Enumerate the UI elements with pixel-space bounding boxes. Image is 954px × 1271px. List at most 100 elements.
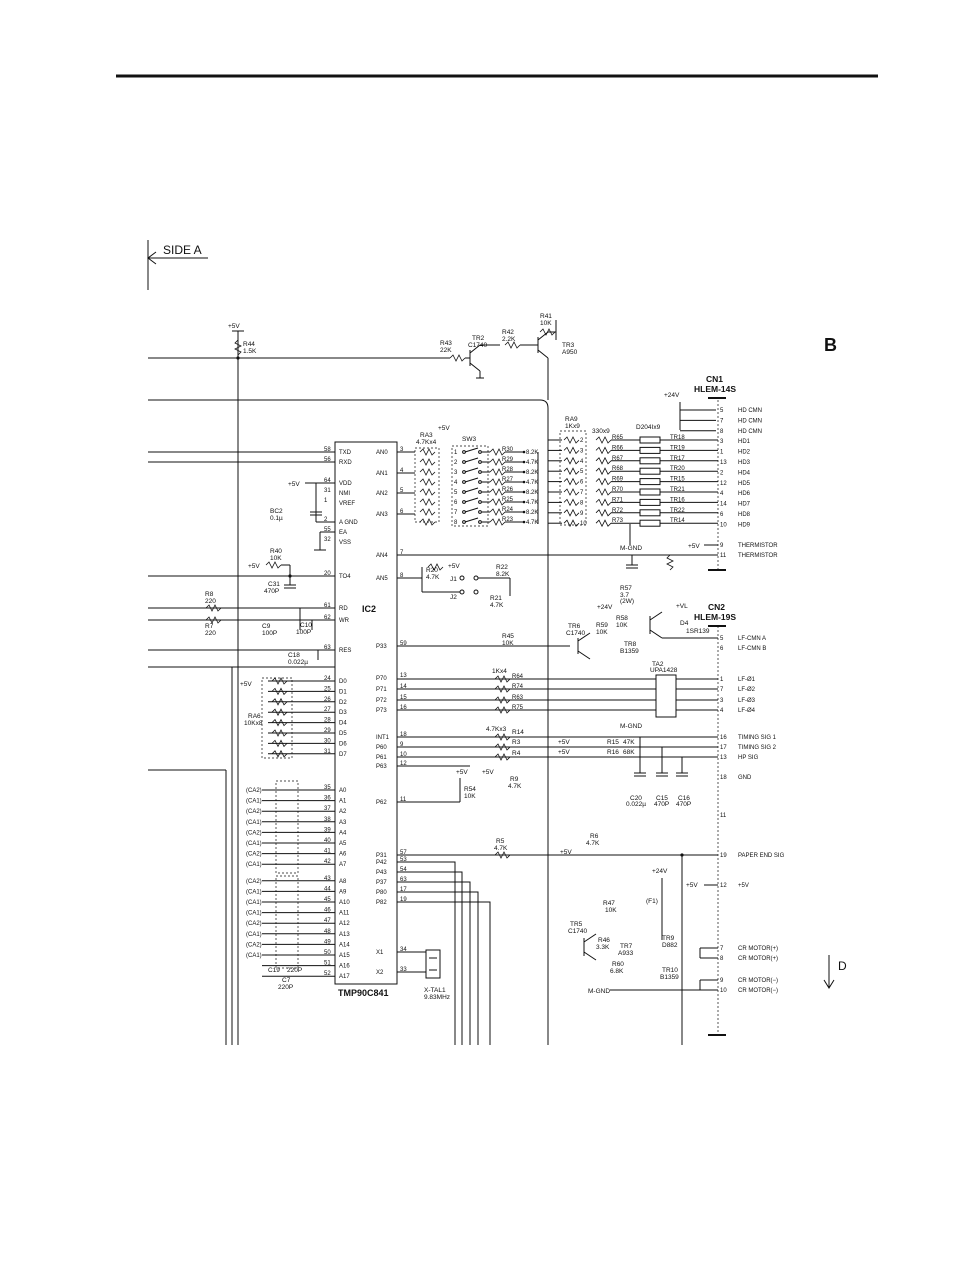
ic-pin-num: 6	[400, 509, 404, 515]
cn1-pin-num: 5	[720, 408, 724, 414]
resistor-ref: R29	[502, 457, 514, 463]
resistor-ref: R75	[512, 705, 524, 711]
ca-label: (CA1)	[246, 862, 262, 868]
svg-text:+5V: +5V	[456, 769, 468, 776]
svg-text:J2: J2	[450, 594, 457, 601]
svg-text:R45: R45	[502, 633, 514, 640]
ic-pin-num: 26	[324, 697, 331, 703]
resistor-ref: R74	[512, 684, 524, 690]
svg-text:C1740: C1740	[568, 928, 588, 935]
resistor-ref: R66	[612, 445, 624, 451]
resistor-value: 4.7K	[526, 520, 538, 526]
ic-pin-num: 61	[324, 603, 331, 609]
ic-pin-name: A9	[339, 889, 347, 895]
ic-pin-name: P80	[376, 890, 387, 896]
svg-text:R9: R9	[510, 776, 519, 783]
svg-text:330x9: 330x9	[592, 428, 610, 435]
ic-pin-name: A6	[339, 852, 347, 858]
ic-pin-num: 55	[324, 527, 331, 533]
left-passives: +5V BC2 0.1µ R40 10K +5V C31 470P R8 220…	[205, 481, 335, 666]
cn2-signal: PAPER END SIG	[738, 853, 785, 859]
cn1-signal: HD CMN	[738, 429, 762, 435]
cn1-pin-num: 11	[720, 553, 727, 559]
svg-text:+5V: +5V	[688, 543, 700, 550]
svg-text:R4: R4	[512, 750, 521, 757]
svg-text:C9: C9	[262, 623, 271, 630]
svg-text:220P: 220P	[278, 984, 293, 991]
ic-pin-num: 3	[400, 447, 404, 453]
ic-pin-num: 1	[324, 498, 328, 504]
svg-text:R54: R54	[464, 786, 476, 793]
ca-label: (CA1)	[246, 953, 262, 959]
side-a-label: SIDE A	[163, 243, 202, 257]
ic-pin-name: RXD	[339, 460, 352, 466]
transistor-ref: TR14	[670, 518, 685, 524]
svg-text:TR10: TR10	[662, 967, 678, 974]
ca-label: (CA2)	[246, 852, 262, 858]
svg-text:4.7K: 4.7K	[490, 602, 504, 609]
side-d-label: D	[838, 959, 847, 973]
address-arrays: (CA2)(CA1)(CA2)(CA1)(CA2)(CA1)(CA2)(CA1)…	[246, 780, 302, 991]
ic-pin-name: P63	[376, 764, 387, 770]
cn2-pin-num: 12	[720, 883, 727, 889]
ra-pin: 10	[580, 521, 587, 527]
cn2-pin-num: 19	[720, 853, 727, 859]
ca-label: (CA2)	[246, 830, 262, 836]
transistor-ref: TR20	[670, 466, 685, 472]
svg-text:TR2: TR2	[472, 335, 485, 342]
svg-text:C15: C15	[656, 795, 668, 802]
ic-pin-name: A1	[339, 799, 347, 805]
ic-pin-name: A3	[339, 820, 347, 826]
ic-pin-name: AN5	[376, 576, 388, 582]
cn2-signal: TIMING SIG 1	[738, 735, 777, 741]
ic-pin-name: D7	[339, 752, 347, 758]
cn2-signal: LF-CMN A	[738, 636, 766, 642]
svg-text:68K: 68K	[623, 749, 635, 756]
crystal: X-TAL1 9.83MHz	[397, 949, 450, 1001]
cn1-signal: HD9	[738, 522, 751, 528]
section-letter: B	[824, 335, 837, 355]
cn2-signal: HP SIG	[738, 755, 759, 761]
resistor-ref: R64	[512, 674, 524, 680]
svg-text:D4: D4	[680, 620, 689, 627]
ic-pin-name: P31	[376, 853, 387, 859]
resistor-value: 4.7K	[526, 460, 538, 466]
svg-text:R8: R8	[205, 591, 214, 598]
ic-pin-num: 25	[324, 686, 331, 692]
ic-pin-num: 49	[324, 939, 331, 945]
ca-label: (CA1)	[246, 889, 262, 895]
ic-pin-name: D2	[339, 700, 347, 706]
ic-pin-name: AN1	[376, 471, 388, 477]
cn1-pin-num: 14	[720, 502, 727, 508]
ic-pin-name: EA	[339, 530, 347, 536]
resistor-ref: R26	[502, 487, 514, 493]
ic-main-part: TMP90C841	[338, 988, 389, 998]
ic-pin-name: P33	[376, 644, 387, 650]
svg-text:1Kx4: 1Kx4	[492, 668, 507, 675]
ic-pin-name: D6	[339, 741, 347, 747]
svg-text:+5V: +5V	[288, 481, 300, 488]
lf-drive: R45 10K TR6 C1740 R59 10K R58 10K R57 3.…	[397, 585, 718, 730]
svg-text:R42: R42	[502, 329, 514, 336]
switch-pos: 4	[454, 480, 458, 486]
transistor-ref: TR22	[670, 508, 685, 514]
resistor-ref: R25	[502, 497, 514, 503]
ic-pin-num: 37	[324, 806, 331, 812]
svg-text:CN1: CN1	[706, 374, 723, 384]
cn2-pin-num: 18	[720, 775, 727, 781]
transistor-ref: TR21	[670, 487, 685, 493]
svg-text:C31: C31	[268, 581, 280, 588]
ra-pin: 7	[580, 490, 584, 496]
ic-pin-name: VDD	[339, 481, 352, 487]
cn2-signal: +5V	[738, 883, 749, 889]
ra-pin: 4	[580, 459, 584, 465]
svg-text:4.7K: 4.7K	[586, 840, 600, 847]
ic-pin-num: 54	[400, 867, 407, 873]
svg-text:R58: R58	[616, 615, 628, 622]
transistor-ref: TR18	[670, 435, 685, 441]
ic-pin-num: 2	[324, 517, 328, 523]
ic-pin-num: 20	[324, 571, 331, 577]
ic-pin-num: 8	[400, 573, 404, 579]
ic-main-ref: IC2	[362, 604, 376, 614]
ic-pin-name: VREF	[339, 501, 355, 507]
